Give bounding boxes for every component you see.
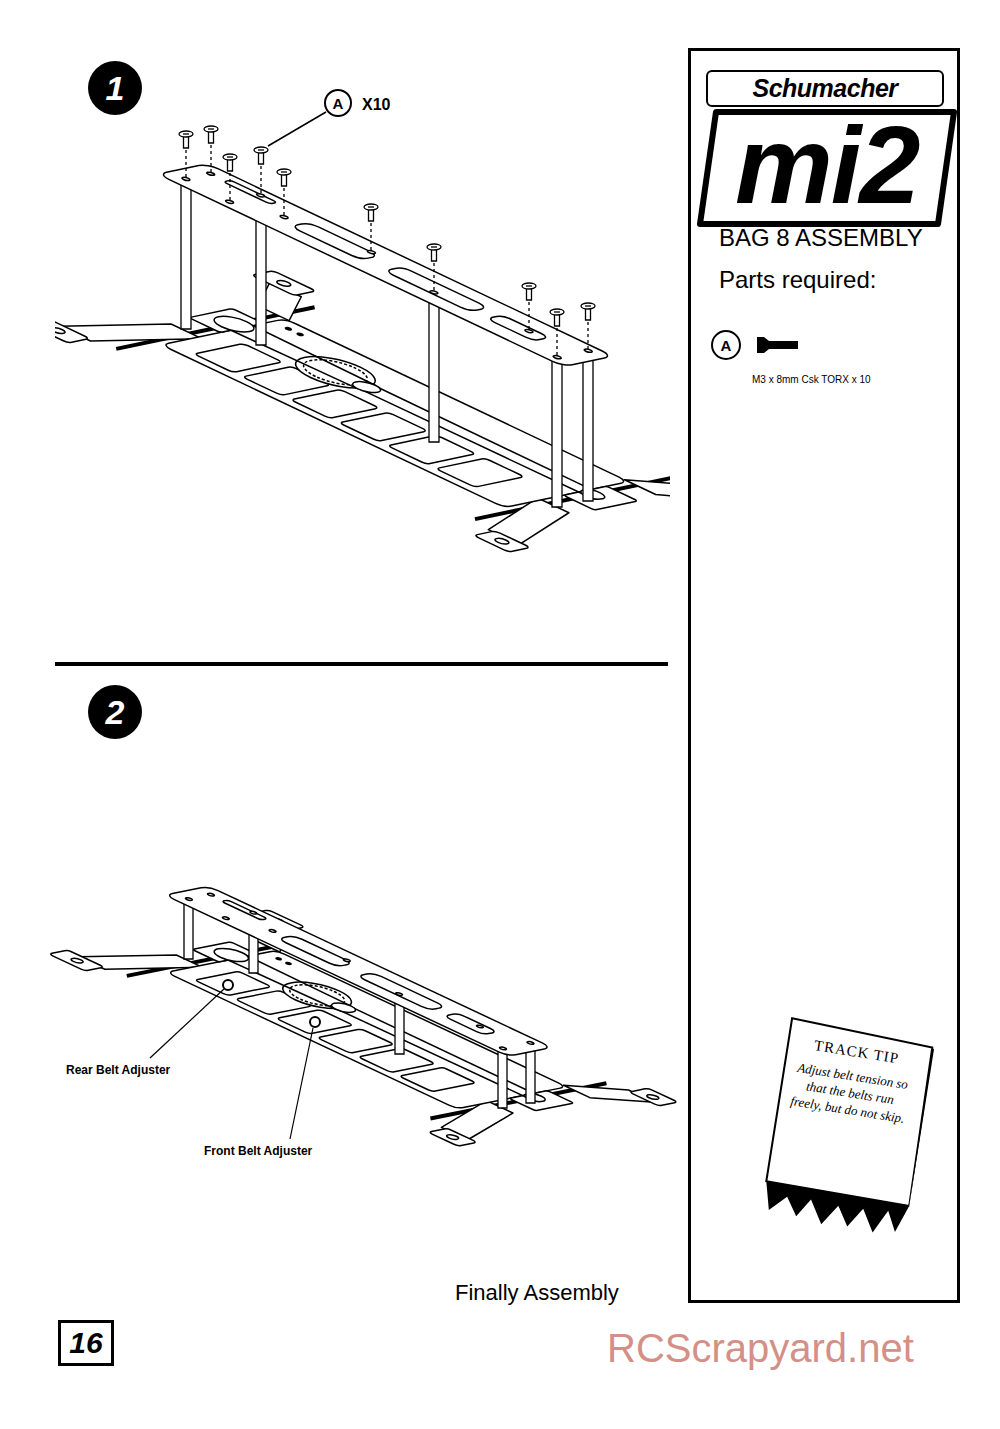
page-number: 16 xyxy=(58,1320,114,1366)
torn-edge xyxy=(761,1181,910,1237)
step-number-text: 1 xyxy=(106,69,125,108)
track-tip-note: TRACK TIPAdjust belt tension so that the… xyxy=(756,1013,936,1239)
brand-logo: Schumacher xyxy=(706,70,944,107)
section-subheading: Parts required: xyxy=(719,267,876,293)
note-sheet xyxy=(766,1018,935,1206)
part-label: Rear Belt Adjuster xyxy=(66,1064,170,1077)
part-description: M3 x 8mm Csk TORX x 10 xyxy=(752,374,871,385)
callout-letter: A xyxy=(324,89,352,117)
step-number-text: 2 xyxy=(106,693,125,732)
part-label: Front Belt Adjuster xyxy=(204,1145,312,1158)
callout-letter-text: A xyxy=(333,95,344,112)
section-heading: BAG 8 ASSEMBLY xyxy=(719,225,923,251)
model-logo: mi2 xyxy=(735,110,919,220)
step-number: 2 xyxy=(88,685,142,739)
page-number-text: 16 xyxy=(69,1326,102,1360)
parts-panel: SchumacherA TRACK TIPAdjust belt tension … xyxy=(688,48,960,1303)
caption: Finally Assembly xyxy=(455,1280,619,1306)
step-number: 1 xyxy=(88,61,142,115)
brand-logo-text: Schumacher xyxy=(752,74,897,103)
quantity: X10 xyxy=(362,96,390,114)
watermark: RCScrapyard.net xyxy=(607,1326,914,1370)
callout-letter-text: A xyxy=(721,337,732,354)
callout-letter: A xyxy=(711,330,741,360)
